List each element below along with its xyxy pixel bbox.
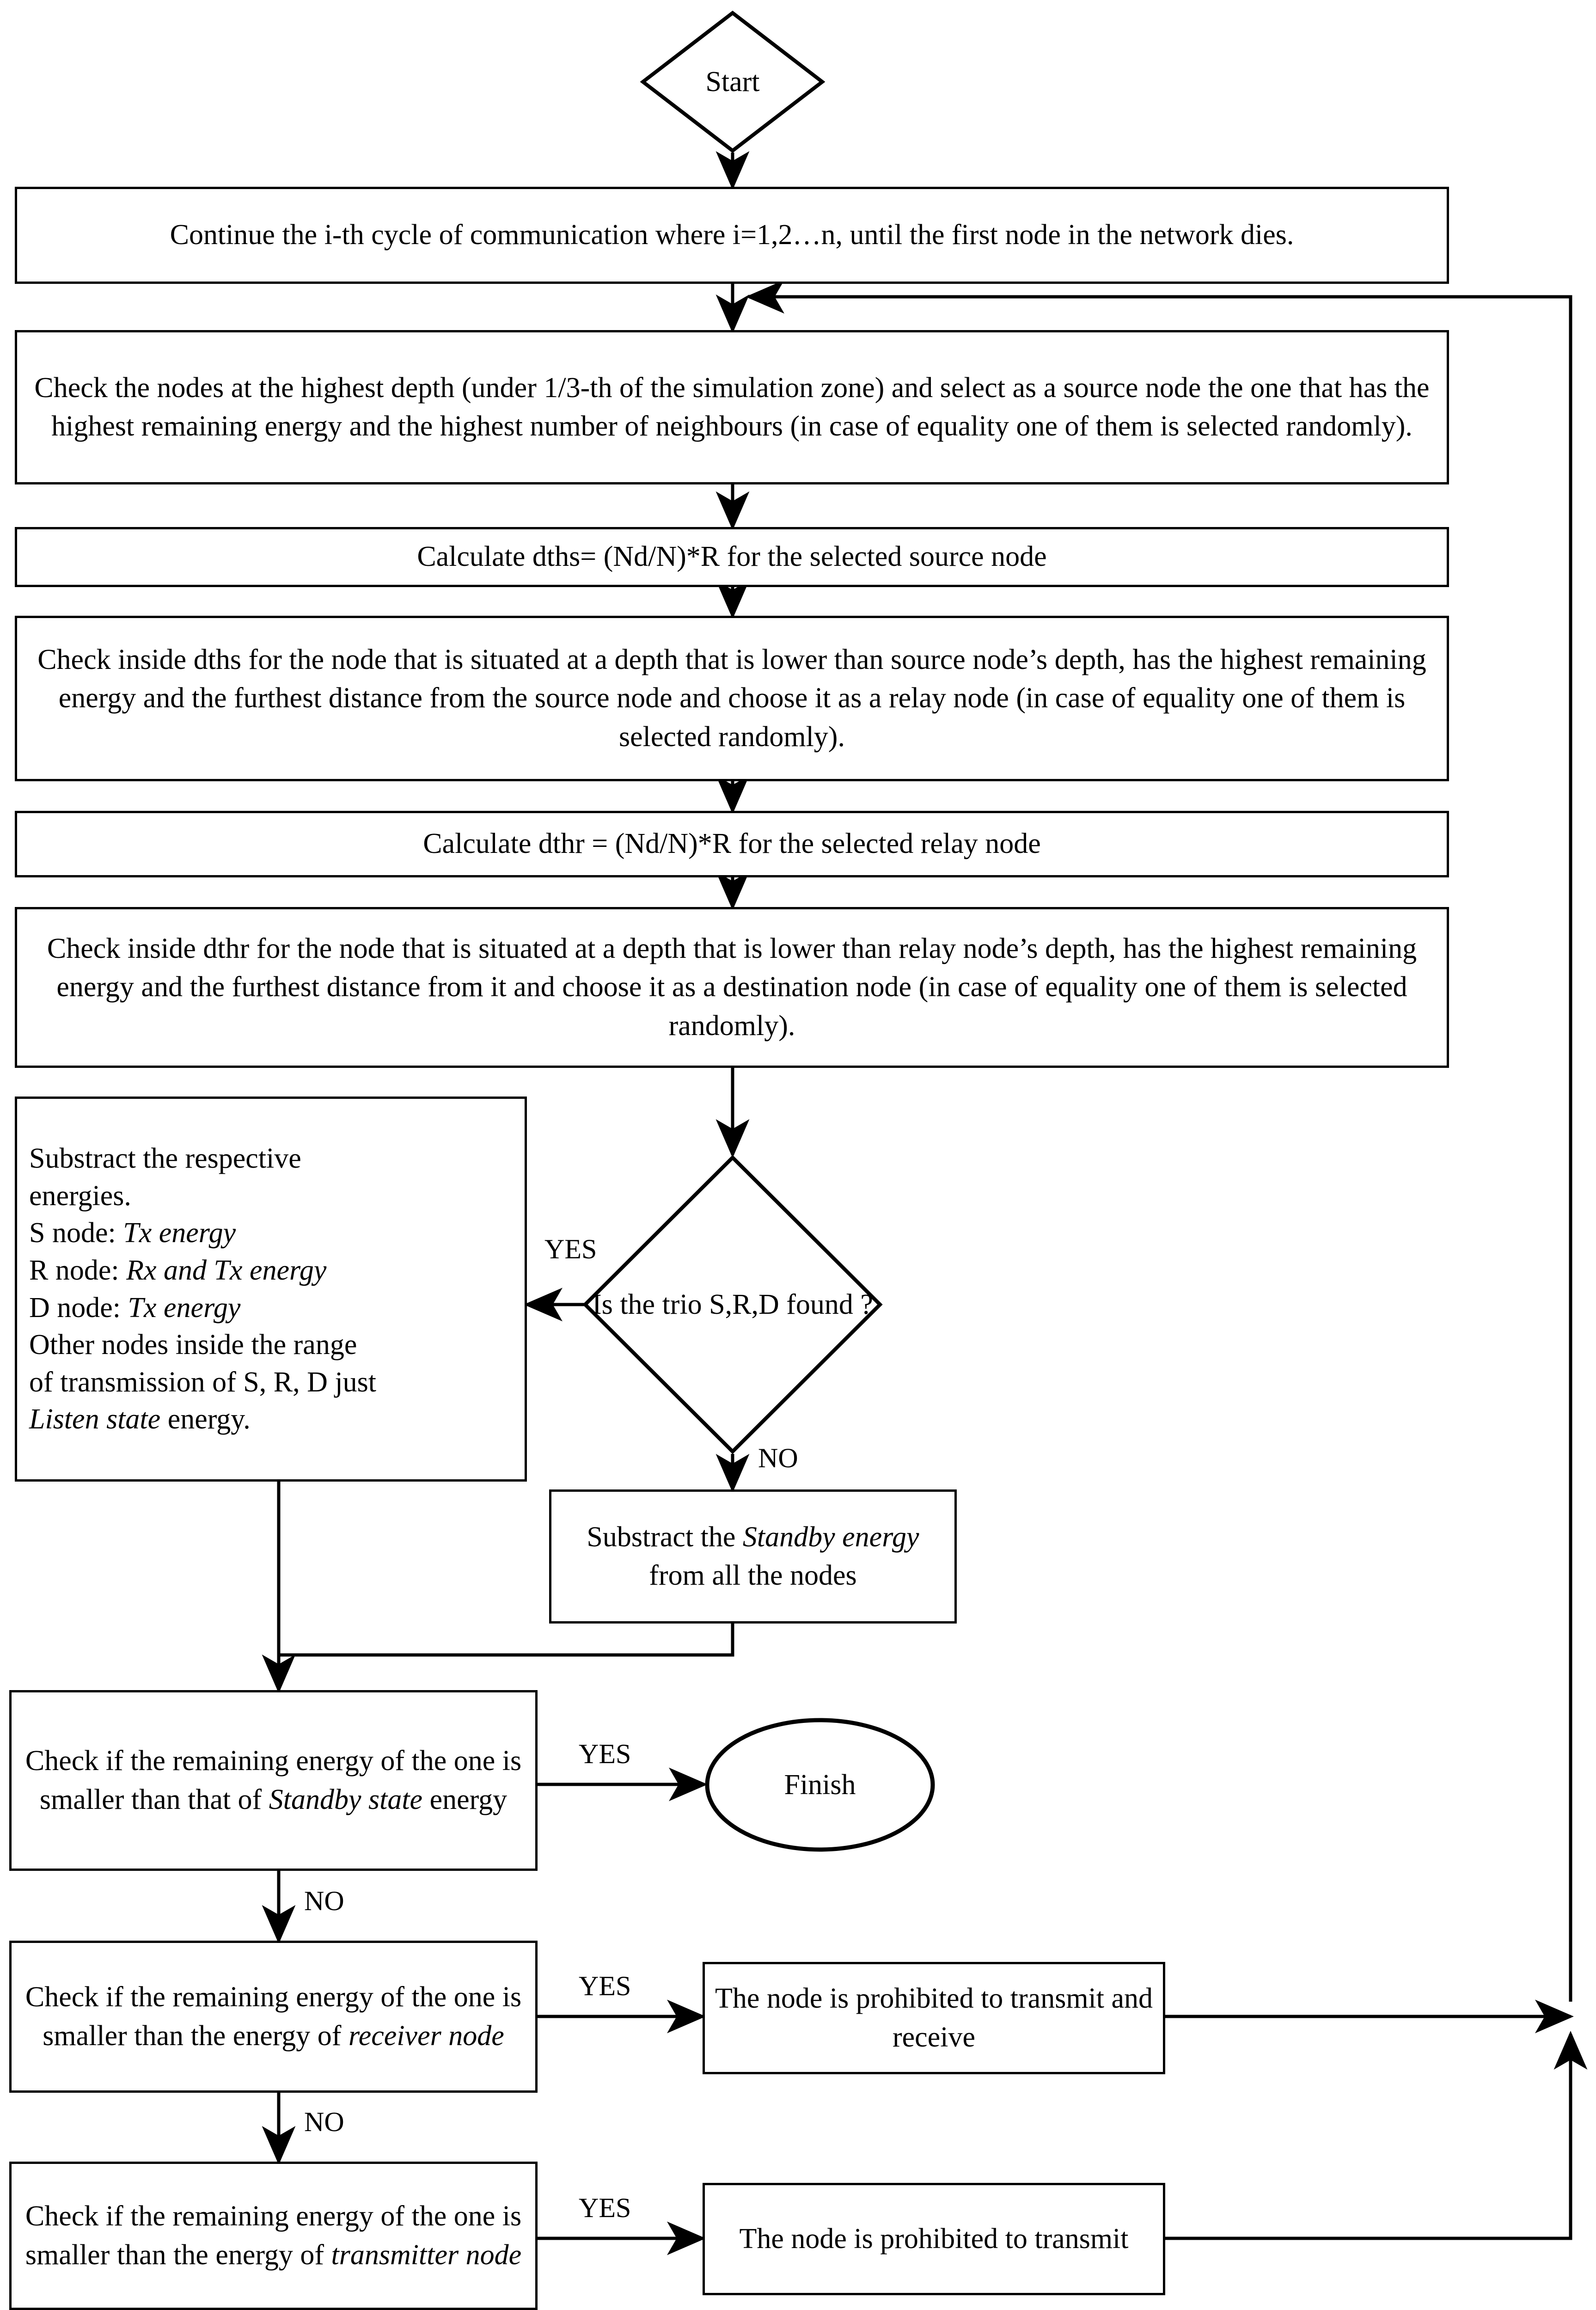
calc-dthr-box[interactable]: Calculate dthr = (Nd/N)*R for the select… (15, 811, 1449, 877)
edge-label-transmitter-yes: YES (579, 2193, 631, 2223)
calc-dthr-label: Calculate dthr = (Nd/N)*R for the select… (423, 828, 1041, 860)
edge-label-trio-no: NO (758, 1443, 798, 1473)
substract-standby-energy-box[interactable]: Substract the Standby energy from all th… (549, 1489, 957, 1624)
edge-label-standby-no: NO (304, 1886, 344, 1916)
edge-label-trio-yes: YES (544, 1234, 597, 1264)
finish-oval-shape (705, 1718, 935, 1852)
trio-decision-label: Is the trio S,R,D found ? (592, 1288, 873, 1320)
check-standby-state-box[interactable]: Check if the remaining energy of the one… (9, 1690, 538, 1871)
check-transmitter-label: Check if the remaining energy of the one… (25, 2200, 522, 2271)
edge-label-receiver-yes: YES (579, 1971, 631, 2001)
start-label: Start (705, 66, 760, 98)
check-receiver-box[interactable]: Check if the remaining energy of the one… (9, 1941, 538, 2093)
check-transmitter-box[interactable]: Check if the remaining energy of the one… (9, 2162, 538, 2310)
substract-standby-energy-label: Substract the Standby energy from all th… (587, 1521, 919, 1591)
calc-dths-label: Calculate dths= (Nd/N)*R for the selecte… (417, 541, 1047, 573)
check-inside-dthr-box[interactable]: Check inside dthr for the node that is s… (15, 907, 1449, 1068)
check-standby-state-label: Check if the remaining energy of the one… (25, 1745, 522, 1815)
prohibited-transmit-receive-box[interactable]: The node is prohibited to transmit and r… (703, 1962, 1165, 2074)
start-diamond-shape (640, 10, 825, 153)
check-inside-dths-label: Check inside dths for the node that is s… (37, 644, 1426, 753)
prohibited-transmit-label: The node is prohibited to transmit (739, 2223, 1129, 2255)
calc-dths-box[interactable]: Calculate dths= (Nd/N)*R for the selecte… (15, 527, 1449, 587)
finish-node[interactable]: Finish (704, 1717, 936, 1852)
finish-label: Finish (784, 1769, 856, 1801)
check-receiver-label: Check if the remaining energy of the one… (25, 1981, 522, 2052)
trio-decision-node[interactable]: Is the trio S,R,D found ? (582, 1155, 883, 1454)
check-inside-dths-box[interactable]: Check inside dths for the node that is s… (15, 616, 1449, 781)
check-highest-depth-label: Check the nodes at the highest depth (un… (34, 372, 1430, 442)
start-node[interactable]: Start (640, 10, 825, 153)
edge-label-receiver-no: NO (304, 2107, 344, 2137)
edge-label-standby-yes: YES (579, 1739, 631, 1769)
prohibited-transmit-box[interactable]: The node is prohibited to transmit (703, 2183, 1165, 2295)
check-highest-depth-box[interactable]: Check the nodes at the highest depth (un… (15, 330, 1449, 484)
trio-decision-diamond-shape (582, 1155, 883, 1454)
continue-cycle-box[interactable]: Continue the i-th cycle of communication… (15, 187, 1449, 284)
continue-cycle-label: Continue the i-th cycle of communication… (170, 219, 1294, 251)
prohibited-transmit-receive-label: The node is prohibited to transmit and r… (715, 1983, 1153, 2053)
check-inside-dthr-label: Check inside dthr for the node that is s… (47, 933, 1417, 1042)
